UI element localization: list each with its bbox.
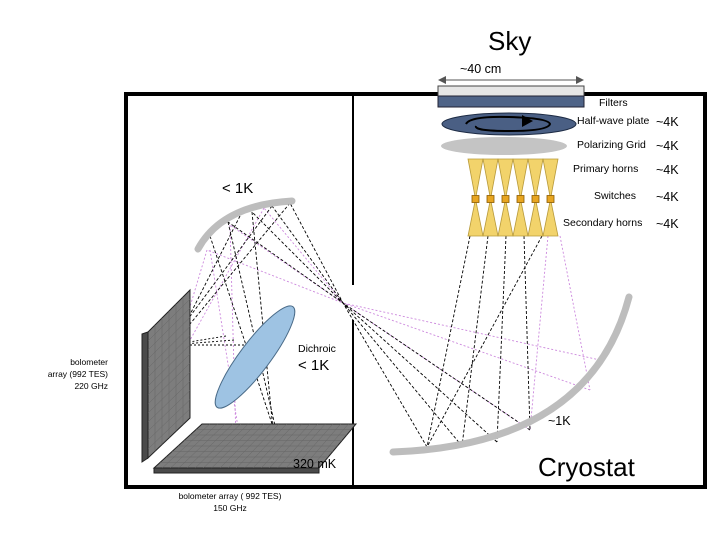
grid-line (285, 423, 326, 469)
aperture-label: ~40 cm (460, 62, 501, 76)
ray (426, 235, 471, 448)
grid-line (195, 423, 241, 469)
rotation-arrowhead-icon (522, 115, 533, 127)
bolometer-220ghz-line2: array (992 TES) (48, 369, 108, 379)
halfwave-label: Half-wave plate (577, 115, 650, 127)
grid-line (294, 423, 334, 469)
grid-line (162, 423, 210, 469)
ray (229, 224, 237, 441)
grid-label: Polarizing Grid (577, 139, 646, 151)
filter-stack-bottom (437, 95, 585, 108)
filters-label: Filters (599, 97, 628, 109)
secondary-horn (467, 198, 484, 237)
top-mirror (194, 197, 296, 253)
primary-mirror (389, 293, 633, 456)
bolometer-150ghz-line2: 150 GHz (213, 503, 247, 513)
grid-line (302, 423, 341, 469)
polarizing-grid (441, 137, 567, 155)
bolometer-220ghz-line1: bolometer (70, 357, 108, 367)
bolometer-150ghz-line1: bolometer array ( 992 TES) (179, 491, 282, 501)
ray (426, 235, 543, 448)
ray (229, 224, 531, 431)
dichroic-filter (214, 305, 296, 409)
switch (531, 195, 540, 203)
ray (523, 235, 531, 431)
ray (559, 235, 591, 391)
ray (271, 205, 498, 443)
grid-temp: ~4K (656, 139, 679, 153)
ray (289, 202, 531, 431)
primary-horn (527, 158, 544, 200)
grid-line (269, 423, 310, 469)
primary-horn (542, 158, 559, 200)
secondary-horns-label: Secondary horns (563, 217, 642, 229)
grid-line (310, 423, 349, 469)
switch (516, 195, 525, 203)
ray (529, 235, 549, 431)
primary-horn (482, 158, 499, 200)
grid-line (277, 423, 318, 469)
switch (486, 195, 495, 203)
bolometer-220ghz-line3: 220 GHz (74, 381, 108, 391)
grid-line (203, 423, 249, 469)
cryostat-outline (124, 92, 707, 489)
focal-plane-temp: 320 mK (293, 457, 337, 471)
focal-plane-150ghz-grid (160, 423, 352, 469)
rotation-arrow-icon (465, 115, 552, 133)
grid-line (228, 423, 272, 469)
dichroic-temp: < 1K (298, 357, 329, 374)
grid-line (261, 423, 303, 469)
grid-line (178, 423, 226, 469)
switch (501, 195, 510, 203)
secondary-horn (527, 198, 544, 237)
grid-line (244, 423, 287, 469)
halfwave-temp: ~4K (656, 115, 679, 129)
grid-line (211, 423, 257, 469)
grid-line (219, 423, 264, 469)
purple-ray-group (170, 207, 601, 441)
primary-horn (467, 158, 484, 200)
ray (263, 207, 601, 361)
switch (471, 195, 480, 203)
focal-plane-220ghz-side (141, 331, 149, 463)
ray (461, 235, 489, 447)
grid-line (236, 423, 280, 469)
grid-line (170, 423, 218, 469)
ray (209, 235, 277, 437)
ray (251, 211, 275, 441)
primary-horns-label: Primary horns (573, 163, 638, 175)
secondary-horn (482, 198, 499, 237)
ray (227, 221, 277, 431)
ray (170, 202, 291, 348)
switches-temp: ~4K (656, 190, 679, 204)
sky-label: Sky (488, 26, 531, 56)
focal-plane-220ghz-grid (147, 297, 191, 452)
grid-line (252, 423, 295, 469)
cryostat-label: Cryostat (538, 452, 636, 482)
dichroic-label: Dichroic (298, 343, 336, 355)
secondary-horns-temp: ~4K (656, 217, 679, 231)
primary-mirror-temp: ~1K (548, 414, 571, 428)
black-ray-group (170, 202, 543, 448)
ray (170, 335, 227, 346)
switches-label: Switches (594, 190, 636, 202)
horn-array (467, 158, 559, 237)
secondary-horn (497, 198, 514, 237)
primary-horn (497, 158, 514, 200)
ray (209, 249, 241, 441)
aperture-arrow-left (438, 76, 446, 84)
secondary-horn (542, 198, 559, 237)
ray (496, 235, 507, 443)
primary-horns-temp: ~4K (656, 163, 679, 177)
secondary-horn (512, 198, 529, 237)
filter-stack-top (437, 85, 585, 97)
aperture-arrow-right (576, 76, 584, 84)
switch (546, 195, 555, 203)
grid-line (186, 423, 233, 469)
top-mirror-temp: < 1K (222, 180, 253, 197)
primary-horn (512, 158, 529, 200)
